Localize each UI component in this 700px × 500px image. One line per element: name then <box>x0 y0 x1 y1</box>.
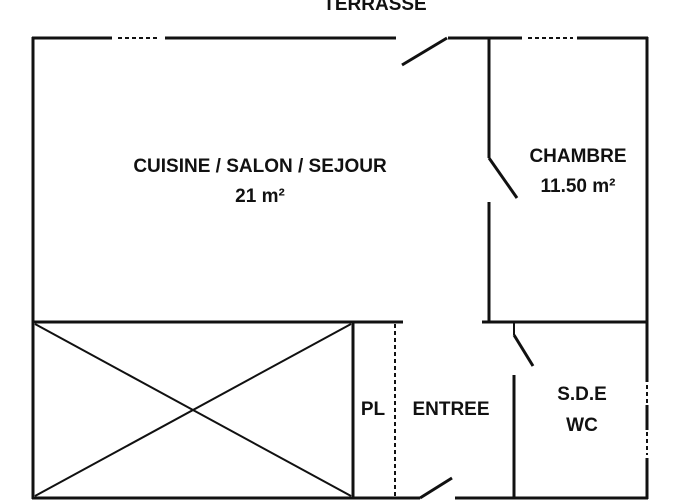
wc-label: WC <box>566 415 598 436</box>
terrasse-label: TERRASSE <box>323 0 426 15</box>
chambre-door[interactable] <box>487 157 519 199</box>
sde-label: S.D.E <box>557 384 607 405</box>
terrasse-door[interactable] <box>401 36 448 67</box>
storage-cross <box>34 323 352 497</box>
labels: TERRASSE CUISINE / SALON / SEJOUR 21 m² … <box>133 0 626 436</box>
doors <box>401 36 535 500</box>
living-area: 21 m² <box>235 186 285 207</box>
walls <box>31 36 649 500</box>
entree-label: ENTREE <box>412 399 489 420</box>
sde-door[interactable] <box>512 334 535 367</box>
entry-door[interactable] <box>419 476 453 500</box>
placard-label: PL <box>361 399 386 420</box>
living-label: CUISINE / SALON / SEJOUR <box>133 156 387 177</box>
chambre-label: CHAMBRE <box>529 146 626 167</box>
chambre-area: 11.50 m² <box>541 176 616 197</box>
